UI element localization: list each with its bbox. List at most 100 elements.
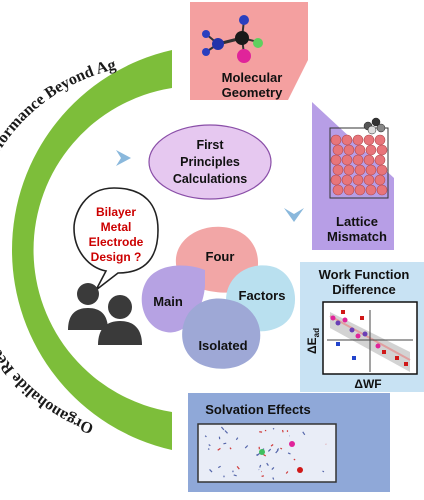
solvent-molecule xyxy=(244,445,249,449)
solvent-molecule xyxy=(271,466,275,470)
solvent-molecule xyxy=(287,452,291,455)
lattice-atom xyxy=(352,134,364,146)
solute-atom xyxy=(289,441,295,447)
solvent-molecule xyxy=(263,454,267,457)
panel-molecular-geometry xyxy=(190,2,308,100)
workfunction-ylabel: ΔEad xyxy=(305,328,321,354)
bubble-line-1: Bilayer xyxy=(96,205,136,219)
lattice-atom xyxy=(376,144,388,156)
solvent-molecule xyxy=(275,449,279,454)
solvent-molecule xyxy=(285,471,289,474)
workfunction-plot xyxy=(327,310,413,372)
solvent-molecule xyxy=(270,444,274,447)
lattice-atom xyxy=(374,154,386,166)
lattice-atom xyxy=(374,174,386,186)
lattice-atom xyxy=(343,184,355,196)
solvent-molecule xyxy=(256,452,261,457)
solvent-molecule xyxy=(209,469,213,473)
lattice-atom xyxy=(330,154,342,166)
solvent-molecule xyxy=(217,447,221,451)
lattice-atom xyxy=(341,134,353,146)
petal-label-isolated: Isolated xyxy=(198,338,247,353)
ellipse-line-1: First xyxy=(196,138,224,152)
solvent-molecule xyxy=(224,430,228,434)
adsorbate-atom xyxy=(376,123,386,133)
solvent-molecule xyxy=(220,426,225,431)
solvent-molecule xyxy=(235,437,239,441)
solvent-molecule xyxy=(322,470,325,473)
solvent-molecule xyxy=(229,447,232,450)
solvent-molecule xyxy=(293,458,296,461)
bubble-line-3: Electrode xyxy=(89,235,144,249)
lattice-atom xyxy=(341,154,353,166)
solvent-molecule xyxy=(204,435,207,438)
ellipse-line-2: Principles xyxy=(180,155,240,169)
lattice-atom xyxy=(343,164,355,176)
petal-label-main: Main xyxy=(153,294,183,309)
lattice-atom xyxy=(365,144,377,156)
lattice-atom xyxy=(374,134,386,146)
solvent-molecule xyxy=(256,453,259,456)
lattice-atom xyxy=(330,174,342,186)
solvation-title: Solvation Effects xyxy=(205,402,310,417)
lattice-atom xyxy=(365,184,377,196)
petal-label-four: Four xyxy=(206,249,235,264)
lattice-atom xyxy=(332,164,344,176)
chevron-arrow-right xyxy=(284,208,304,222)
solvent-molecule xyxy=(233,474,237,477)
solvent-molecule xyxy=(236,465,240,470)
lattice-atom xyxy=(363,134,375,146)
solvent-molecule xyxy=(217,465,221,469)
lattice-atom xyxy=(365,164,377,176)
ellipse-line-3: Calculations xyxy=(173,172,247,186)
lattice-atom xyxy=(330,134,342,146)
chevron-arrow-left xyxy=(116,150,131,166)
petal-bottom xyxy=(182,298,261,369)
lattice-label-2: Mismatch xyxy=(327,229,387,244)
lattice-grid-icon xyxy=(329,117,389,199)
outer-ring-left xyxy=(11,50,173,450)
solvent-molecule xyxy=(208,444,211,447)
lattice-atom xyxy=(354,164,366,176)
lattice-atom xyxy=(352,154,364,166)
first-principles-ellipse xyxy=(148,124,272,200)
solvent-molecule xyxy=(259,464,262,468)
lattice-atom xyxy=(354,144,366,156)
adsorbate-atom xyxy=(371,117,381,127)
speech-bubble xyxy=(73,187,159,291)
lattice-atom xyxy=(376,164,388,176)
bubble-line-4: Design ? xyxy=(91,250,142,264)
solvation-box-icon xyxy=(197,423,337,483)
solvent-molecule xyxy=(266,462,269,466)
bubble-line-2: Metal xyxy=(101,220,132,234)
solvent-molecule xyxy=(267,448,272,452)
lattice-atom xyxy=(343,144,355,156)
solvent-molecule xyxy=(272,477,275,480)
lattice-atom xyxy=(332,144,344,156)
molecular-label-2: Geometry xyxy=(222,85,283,100)
petal-label-factors: Factors xyxy=(239,288,286,303)
solvent-molecule xyxy=(302,431,306,436)
workfunction-xlabel: ΔWF xyxy=(354,377,381,391)
lattice-label-1: Lattice xyxy=(336,214,378,229)
molecule-icon xyxy=(202,15,263,63)
solvent-molecule xyxy=(281,429,284,433)
solvent-molecule xyxy=(272,427,275,430)
solute-atom xyxy=(297,467,303,473)
solvent-molecule xyxy=(280,447,283,450)
people-icon xyxy=(68,283,142,345)
lattice-atom xyxy=(341,174,353,186)
lattice-atom xyxy=(376,184,388,196)
molecular-label-1: Molecular xyxy=(222,70,283,85)
lattice-atom xyxy=(363,154,375,166)
adsorbate-atom xyxy=(367,125,377,135)
lattice-atom xyxy=(332,184,344,196)
solvent-molecule xyxy=(223,442,227,445)
lattice-atom xyxy=(363,174,375,186)
solute-atom xyxy=(259,449,265,455)
lattice-atom xyxy=(352,174,364,186)
workfunction-label-2: Difference xyxy=(332,282,396,297)
solvent-molecule xyxy=(261,475,265,477)
lattice-atom xyxy=(354,184,366,196)
